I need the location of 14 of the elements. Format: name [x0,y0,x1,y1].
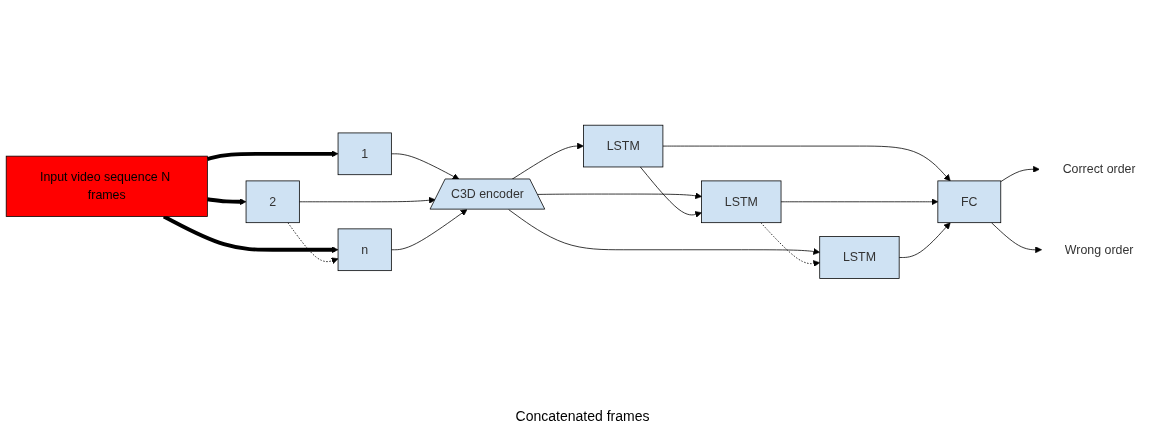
node-box: LSTM [819,236,900,279]
node-box: 2 [245,180,300,224]
node-box: LSTM [583,125,664,168]
node-box: n [337,228,392,272]
node-text: Correct order [1062,162,1136,176]
arrow [206,150,339,162]
node-box: 1 [337,132,392,176]
arrow [207,197,247,206]
node-box: Input video sequence N frames [5,155,208,218]
arrow [162,215,339,254]
node-box: FC [937,180,1002,224]
node-box: LSTM [701,180,782,224]
column-caption: Concatenated frames [515,408,650,424]
node-text: Wrong order [1064,243,1134,257]
